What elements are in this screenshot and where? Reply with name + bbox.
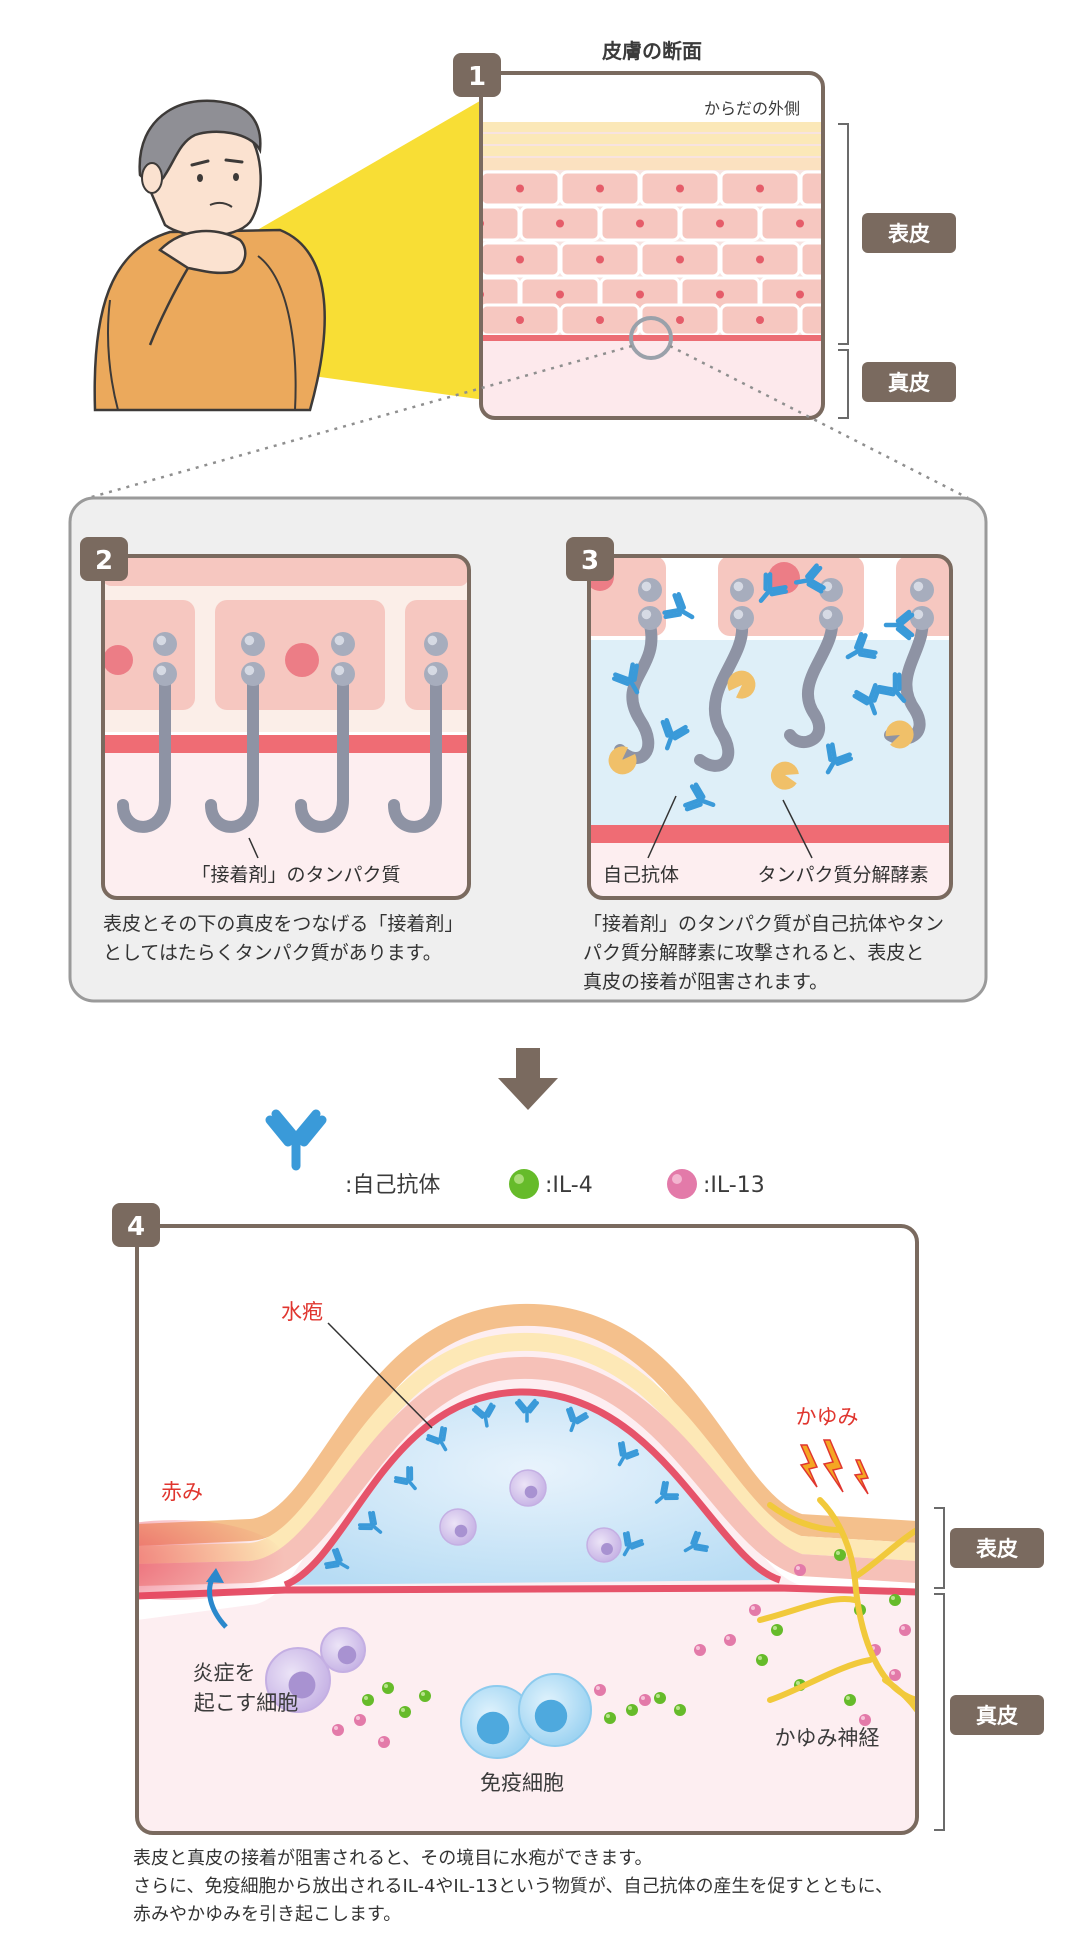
panel-4-number: 4 — [127, 1212, 145, 1242]
epidermis-tag: 表皮 — [888, 222, 930, 246]
panel-2-caption: 表皮とその下の真皮をつなげる「接着剤」 としてはたらくタンパク質があります。 — [103, 910, 463, 968]
dermis-tag: 真皮 — [888, 371, 930, 395]
panel-1-number: 1 — [468, 62, 486, 92]
panel-3-caption-line: パク質分解酵素に攻撃されると、表皮と — [583, 942, 925, 964]
zoom-circle — [629, 316, 673, 360]
legend-il4-dot — [509, 1169, 539, 1199]
panel-4-epidermis-tag: 表皮 — [976, 1537, 1018, 1561]
itch-bolts-icon — [799, 1439, 870, 1495]
person-illustration — [93, 98, 485, 412]
inflammation-label-line1: 炎症を — [193, 1661, 256, 1685]
inflammation-label-line2: 起こす細胞 — [194, 1691, 299, 1715]
bottom-caption-line: 表皮と真皮の接着が阻害されると、その境目に水疱ができます。 — [133, 1848, 653, 1869]
immune-cell-label: 免疫細胞 — [480, 1771, 564, 1795]
autoantibody-label: 自己抗体 — [603, 864, 679, 886]
panel-3-caption-line: 「接着剤」のタンパク質が自己抗体やタン — [583, 913, 945, 935]
enzyme-label: タンパク質分解酵素 — [757, 864, 928, 886]
panel-3-attack: 3 自己抗体 タンパク質分解酵素 — [566, 537, 953, 900]
blister-label: 水疱 — [281, 1300, 323, 1324]
bottom-caption-line: 赤みやかゆみを引き起こします。 — [133, 1904, 402, 1925]
legend: :自己抗体 :IL-4 :IL-13 — [270, 1114, 765, 1199]
down-arrow-icon — [498, 1048, 558, 1110]
panel-3-number: 3 — [581, 546, 599, 576]
bottom-caption: 表皮と真皮の接着が阻害されると、その境目に水疱ができます。 さらに、免疫細胞から… — [133, 1845, 893, 1929]
legend-il13: :IL-13 — [703, 1173, 765, 1198]
protein-label: 「接着剤」のタンパク質 — [191, 864, 400, 886]
itch-label: かゆみ — [796, 1405, 859, 1429]
legend-il13-dot — [667, 1169, 697, 1199]
panel-2-caption-line: としてはたらくタンパク質があります。 — [103, 942, 442, 964]
panel-2-caption-line: 表皮とその下の真皮をつなげる「接着剤」 — [103, 913, 464, 935]
panel-1-skin-section: 皮膚の断面 からだの外側 1 表皮 真皮 — [87, 39, 969, 500]
legend-il4: :IL-4 — [545, 1173, 593, 1198]
panel-3-caption: 「接着剤」のタンパク質が自己抗体やタン パク質分解酵素に攻撃されると、表皮と 真… — [583, 910, 944, 997]
panel-2-adhesion-protein: 2 「接着剤」のタンパク質 — [80, 537, 471, 900]
outside-label: からだの外側 — [704, 99, 800, 118]
redness-label: 赤み — [161, 1480, 203, 1504]
panel-3-caption-line: 真皮の接着が阻害されます。 — [583, 971, 829, 993]
panel-4-dermis-tag: 真皮 — [976, 1704, 1018, 1728]
panel-4-blister: 4 水疱 赤み かゆみ 炎症を 起こす細胞 免疫細胞 かゆみ神経 表皮 真皮 — [112, 1203, 1044, 1835]
bottom-caption-line: さらに、免疫細胞から放出されるIL-4やIL-13という物質が、自己抗体の産生を… — [133, 1876, 893, 1897]
itch-nerve-label: かゆみ神経 — [775, 1726, 880, 1750]
panel-2-number: 2 — [95, 546, 113, 576]
panel-1-title: 皮膚の断面 — [602, 39, 702, 63]
legend-antibody-icon — [270, 1114, 322, 1166]
legend-autoantibody: :自己抗体 — [345, 1173, 440, 1198]
